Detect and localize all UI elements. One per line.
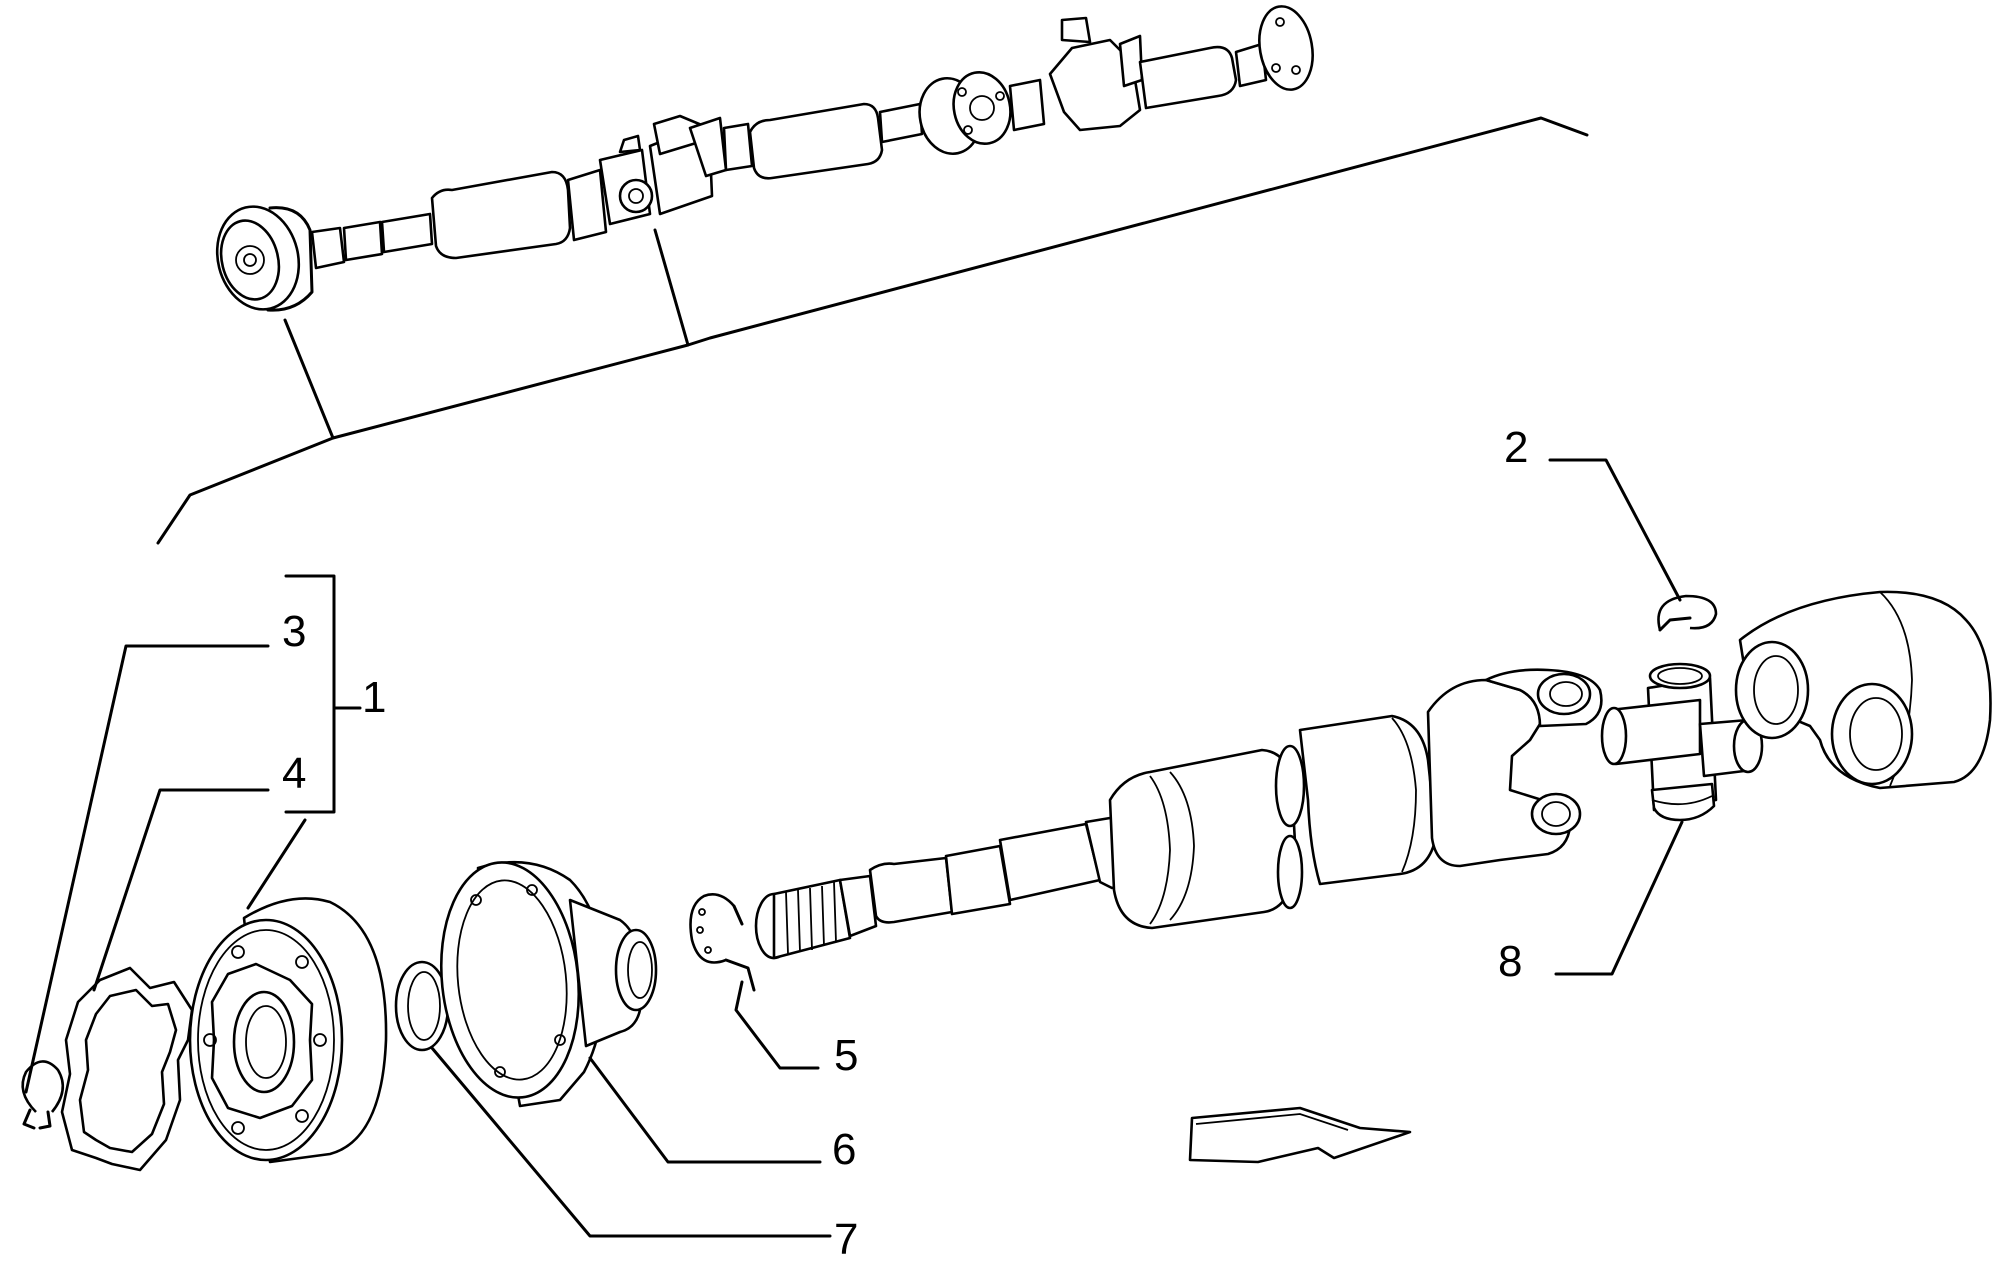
- ujoint-cross-part: [1600, 662, 1764, 822]
- direction-arrow-icon: [1188, 1106, 1412, 1164]
- snap-ring-part: [689, 893, 756, 992]
- retaining-clip-part: [1657, 594, 1718, 632]
- cv-joint-part: [188, 897, 388, 1164]
- overview-cv-joint: [215, 205, 314, 312]
- overview-end-flange: [1258, 5, 1314, 91]
- companion-yoke-part: [1734, 590, 1992, 790]
- gasket-part: [60, 966, 194, 1172]
- o-ring-part: [394, 960, 450, 1052]
- assembled-driveshaft-overview: [215, 5, 1314, 312]
- callout-leader-lines: [24, 458, 1684, 1238]
- driveshaft-tube-part: [754, 668, 1603, 960]
- callout-2: 2: [1504, 423, 1528, 472]
- overview-center-ujoint: [566, 114, 728, 242]
- callout-7: 7: [834, 1215, 858, 1261]
- flange-cover-part: [439, 860, 658, 1108]
- circlip-part: [21, 1060, 65, 1130]
- callout-8: 8: [1498, 937, 1522, 986]
- callout-4: 4: [282, 749, 306, 798]
- callout-5: 5: [834, 1031, 858, 1080]
- callout-6: 6: [832, 1125, 856, 1174]
- overview-leader-lines: [156, 116, 1589, 545]
- callout-3: 3: [282, 607, 306, 656]
- overview-rear-bracket: [1048, 16, 1144, 132]
- callout-1: 1: [362, 673, 386, 722]
- overview-flex-coupling: [918, 71, 1046, 155]
